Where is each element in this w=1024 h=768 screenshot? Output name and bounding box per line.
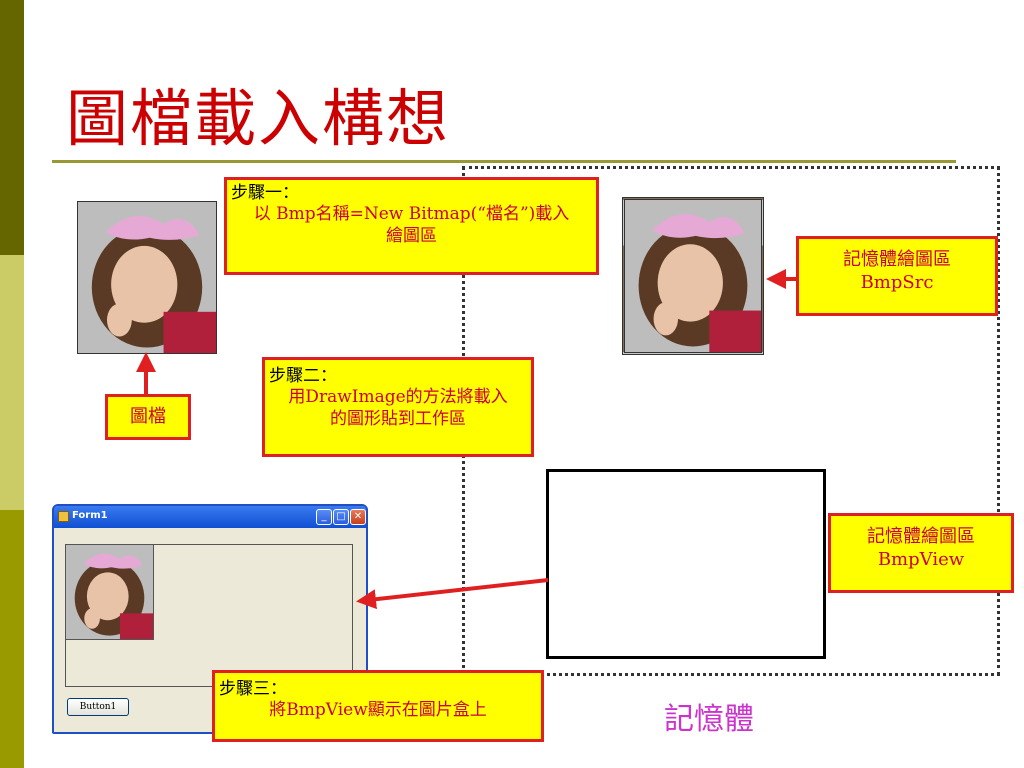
form1-window: Form1 _ □ ✕ Button1 — [52, 504, 368, 734]
sidebar-band-top — [0, 0, 24, 255]
bmpview-callout: 記憶體繪圖區 BmpView — [828, 513, 1014, 593]
picturebox-photo — [66, 545, 154, 640]
step1-line1: 以 Bmp名稱=New Bitmap(“檔名”)載入 — [253, 204, 570, 225]
step1-callout: 步驟一： 以 Bmp名稱=New Bitmap(“檔名”)載入 繪圖區 — [224, 177, 599, 275]
step3-label: 步驟三： — [219, 679, 287, 699]
step2-callout: 步驟二： 用DrawImage的方法將載入 的圖形貼到工作區 — [262, 357, 534, 457]
maximize-icon[interactable]: □ — [333, 509, 349, 525]
bmpsrc-callout: 記憶體繪圖區 BmpSrc — [796, 236, 998, 316]
memory-label: 記憶體 — [664, 702, 754, 737]
step2-line1: 用DrawImage的方法將載入 — [288, 387, 508, 408]
minimize-icon[interactable]: _ — [316, 509, 332, 525]
step2-label: 步驟二： — [269, 366, 337, 386]
step1-line2: 繪圖區 — [386, 225, 437, 246]
form-titlebar[interactable]: Form1 _ □ ✕ — [54, 506, 366, 528]
sidebar-band-bottom — [0, 510, 24, 768]
portrait-image-icon — [625, 200, 761, 352]
image-file-label: 圖檔 — [130, 406, 166, 427]
app-icon — [58, 511, 69, 522]
bmpview-line1: 記憶體繪圖區 — [867, 526, 975, 547]
bmpsrc-line1: 記憶體繪圖區 — [843, 249, 951, 270]
portrait-image-icon — [66, 545, 153, 639]
bmpsrc-photo — [622, 197, 764, 355]
step1-label: 步驟一： — [231, 183, 299, 203]
bmpview-line2: BmpView — [877, 548, 965, 570]
picturebox — [65, 544, 353, 687]
image-file-callout: 圖檔 — [105, 394, 191, 440]
button1[interactable]: Button1 — [67, 698, 129, 716]
bmpview-canvas — [546, 469, 826, 659]
step3-line1: 將BmpView顯示在圖片盒上 — [269, 700, 487, 721]
slide-title: 圖檔載入構想 — [66, 82, 451, 155]
form-title: Form1 — [72, 510, 108, 521]
step3-callout: 步驟三： 將BmpView顯示在圖片盒上 — [212, 670, 544, 742]
bmpsrc-line2: BmpSrc — [860, 271, 934, 293]
image-file-photo — [77, 201, 217, 354]
portrait-image-icon — [78, 202, 216, 353]
close-icon[interactable]: ✕ — [350, 509, 366, 525]
step2-line2: 的圖形貼到工作區 — [330, 408, 466, 429]
title-divider — [52, 160, 956, 163]
sidebar-band-middle — [0, 255, 24, 510]
